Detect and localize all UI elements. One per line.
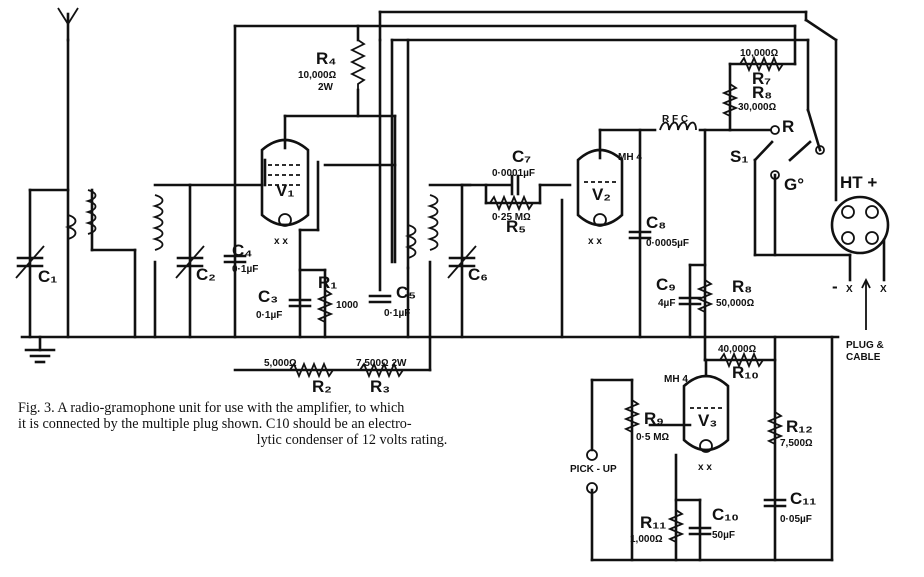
- value-r5: 0·25 MΩ: [492, 212, 531, 223]
- caption-line-1: Fig. 3. A radio-gramophone unit for use …: [18, 400, 405, 416]
- coil-icon: [64, 189, 439, 259]
- label-s1: S₁: [730, 147, 748, 166]
- label-c6: C₆: [468, 265, 488, 284]
- label-cable: CABLE: [846, 352, 881, 363]
- value-r2: 5,000Ω: [264, 358, 297, 369]
- value-r4-watts: 2W: [318, 82, 334, 93]
- valve-v3-icon: [682, 374, 730, 453]
- label-r12: R₁₂: [786, 417, 813, 436]
- caption-line-2: it is connected by the multiple plug sho…: [18, 416, 412, 432]
- label-v2: V₂: [592, 185, 611, 204]
- value-r12: 7,500Ω: [780, 438, 813, 449]
- value-c9: 4µF: [658, 298, 675, 309]
- label-c9: C₉: [656, 275, 676, 294]
- label-plug-x-left: X: [846, 284, 853, 295]
- label-c5: C₅: [396, 283, 416, 302]
- label-c3: C₃: [258, 287, 278, 306]
- value-r4-ohms: 10,000Ω: [298, 70, 337, 81]
- label-c8: C₈: [646, 213, 666, 232]
- label-r4: R₄: [316, 49, 336, 68]
- label-rfc: R F C: [662, 114, 688, 125]
- v3-heater-pins: x x: [698, 462, 712, 473]
- aerial-icon: [57, 7, 79, 42]
- label-c7: C₇: [512, 147, 531, 166]
- figure-caption: Fig. 3. A radio-gramophone unit for use …: [18, 400, 566, 448]
- value-r8b: 50,000Ω: [716, 298, 755, 309]
- label-v3: V₃: [698, 411, 717, 430]
- label-r7: R₇: [752, 69, 771, 88]
- label-c1: C₁: [38, 267, 57, 286]
- valve-v1-icon: [260, 138, 310, 227]
- value-r10: 40,000Ω: [718, 344, 757, 355]
- value-r7: 10,000Ω: [740, 48, 779, 59]
- label-c2: C₂: [196, 265, 216, 284]
- pickup-socket-icon: [586, 449, 598, 494]
- value-c10: 50µF: [712, 530, 735, 541]
- label-v1: V₁: [276, 181, 294, 200]
- plug-socket-icon: [830, 195, 890, 330]
- value-c7: 0·0001µF: [492, 168, 535, 179]
- value-r8: 30,000Ω: [738, 102, 777, 113]
- value-r11: 1,000Ω: [630, 534, 663, 545]
- label-pickup: PICK - UP: [570, 464, 617, 475]
- label-plug-x-right: X: [880, 284, 887, 295]
- label-r10: R₁₀: [732, 363, 759, 382]
- caption-line-3: lytic condenser of 12 volts rating.: [256, 432, 448, 448]
- label-r9: R₉: [644, 409, 664, 428]
- label-c4: C₄: [232, 241, 252, 260]
- label-r5: R₅: [506, 217, 526, 236]
- value-c8: 0·0005µF: [646, 238, 689, 249]
- label-r11: R₁₁: [640, 513, 666, 532]
- label-r8: R₈: [752, 83, 772, 102]
- value-r1: 1000: [336, 300, 359, 311]
- v1-heater-pins: x x: [274, 236, 288, 247]
- label-r2: R₂: [312, 377, 332, 396]
- value-c11: 0·05µF: [780, 514, 812, 525]
- switch-s1-icon: [753, 125, 825, 180]
- label-r1: R₁: [318, 273, 337, 292]
- v2-heater-pins: x x: [588, 236, 602, 247]
- label-switch-g: G°: [784, 175, 804, 194]
- label-plug: PLUG &: [846, 340, 884, 351]
- value-r3: 7,500Ω 2W: [356, 358, 407, 369]
- value-c3: 0·1µF: [256, 310, 282, 321]
- value-c5: 0·1µF: [384, 308, 410, 319]
- label-switch-r: R: [782, 117, 794, 136]
- label-r3: R₃: [370, 377, 390, 396]
- label-ht: HT +: [840, 173, 877, 192]
- value-c4: 0·1µF: [232, 264, 258, 275]
- earth-icon: [24, 335, 56, 364]
- value-r9: 0·5 MΩ: [636, 432, 670, 443]
- valve-v2-icon: [576, 148, 624, 227]
- label-c11: C₁₁: [790, 489, 816, 508]
- component-labels: C₁ C₂ C₃ 0·1µF C₄ 0·1µF C₅ 0·1µF C₆ C₇ 0…: [38, 48, 887, 545]
- label-mh4-v3: MH 4: [664, 374, 688, 385]
- label-c10: C₁₀: [712, 505, 739, 524]
- label-minus: -: [832, 277, 838, 296]
- wiring: [20, 10, 852, 562]
- capacitor-icon: [15, 174, 787, 536]
- label-r8b: R₈: [732, 277, 752, 296]
- resistor-icon: [289, 39, 784, 543]
- label-mh4-v2: MH 4: [618, 152, 642, 163]
